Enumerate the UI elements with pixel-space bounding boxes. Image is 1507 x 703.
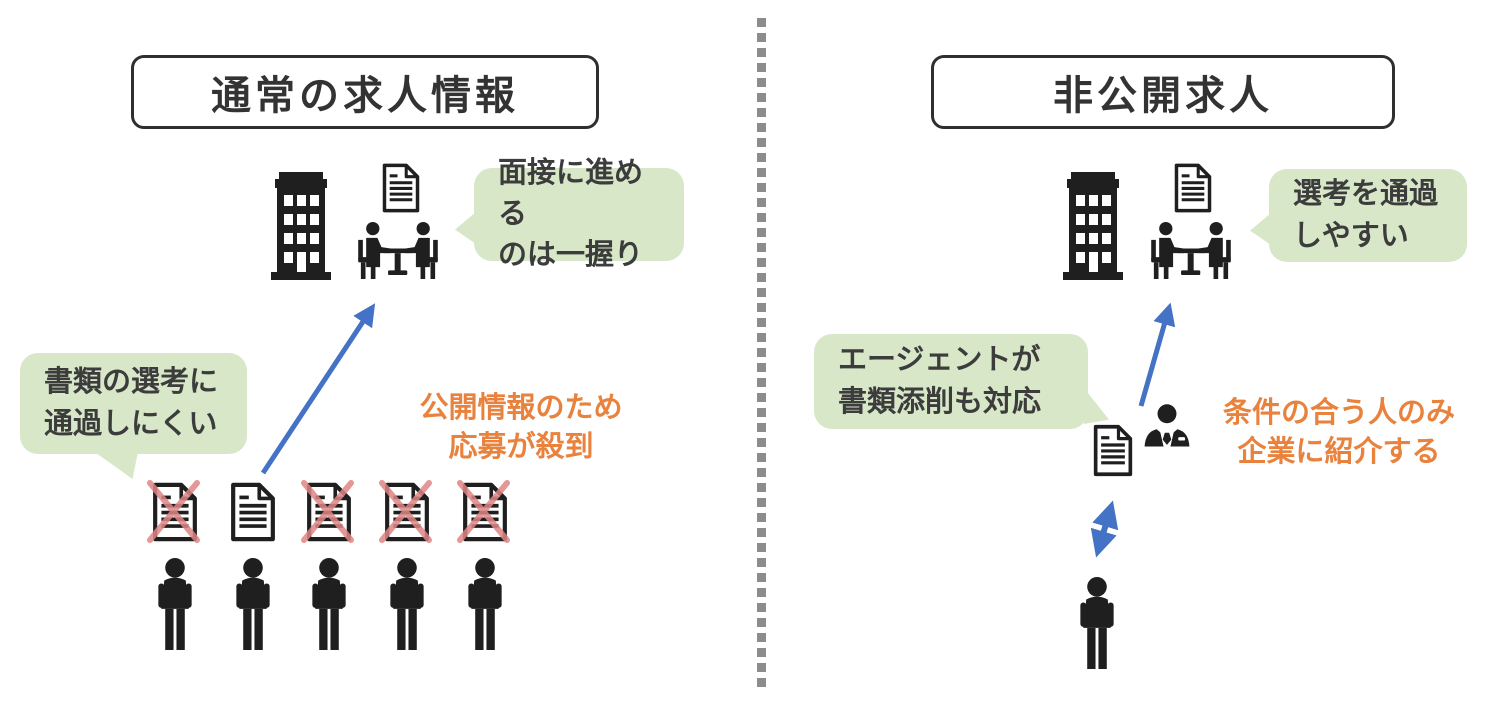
applicant-document xyxy=(461,481,509,543)
speech-bubble-tail xyxy=(1084,388,1109,424)
agent-bubble-text: エージェントが 書類添削も対応 xyxy=(838,344,1042,418)
person-icon xyxy=(307,558,351,650)
screening-bubble-text: 選考を通過 しやすい xyxy=(1293,178,1439,252)
document-icon xyxy=(1092,423,1134,478)
interview-table-icon xyxy=(354,220,442,281)
right-panel-title-label: 非公開求人 xyxy=(1053,74,1273,118)
speech-bubble-tail xyxy=(94,452,138,479)
speech-bubble-tail xyxy=(455,212,476,244)
person-icon xyxy=(231,558,275,650)
center-divider xyxy=(757,18,766,690)
applicant-document xyxy=(229,481,277,543)
right-panel-title: 非公開求人 xyxy=(931,55,1395,129)
applicant-document xyxy=(151,481,199,543)
matching-note: 条件の合う人のみ 企業に紹介する xyxy=(1222,397,1455,469)
interview-bubble-text: 面接に進める のは一握り xyxy=(498,156,644,272)
rejection-x-icon xyxy=(377,475,436,548)
blue-arrow-application-to-company xyxy=(260,303,376,475)
screening-speech-bubble-right: 選考を通過 しやすい xyxy=(1250,169,1467,262)
left-panel-title-label: 通常の求人情報 xyxy=(211,74,519,118)
blue-arrow-agent-to-company xyxy=(1138,302,1176,407)
blue-arrow-seeker-agent-two-way xyxy=(1090,500,1119,558)
document-icon xyxy=(1173,162,1213,214)
agent-speech-bubble: エージェントが 書類添削も対応 xyxy=(814,334,1109,429)
rejection-x-icon xyxy=(455,475,514,548)
rejection-x-icon xyxy=(299,475,358,548)
interview-speech-bubble: 面接に進める のは一握り xyxy=(455,157,684,271)
applicant-document xyxy=(383,481,431,543)
person-icon xyxy=(1075,577,1119,669)
screening-bubble-text: 書類の選考に 通過しにくい xyxy=(44,366,219,440)
office-building-icon xyxy=(1061,172,1125,280)
business-agent-icon xyxy=(1142,402,1192,448)
person-icon xyxy=(385,558,429,650)
person-icon xyxy=(463,558,507,650)
rejection-x-icon xyxy=(145,475,204,548)
interview-table-icon xyxy=(1147,220,1235,281)
applicant-document xyxy=(305,481,353,543)
left-panel-title: 通常の求人情報 xyxy=(131,55,599,129)
person-icon xyxy=(153,558,197,650)
office-building-icon xyxy=(269,172,333,280)
document-icon xyxy=(381,162,421,214)
public-info-note: 公開情報のため 応募が殺到 xyxy=(419,392,623,464)
speech-bubble-tail xyxy=(1250,213,1271,245)
screening-speech-bubble-left: 書類の選考に 通過しにくい xyxy=(20,353,247,479)
